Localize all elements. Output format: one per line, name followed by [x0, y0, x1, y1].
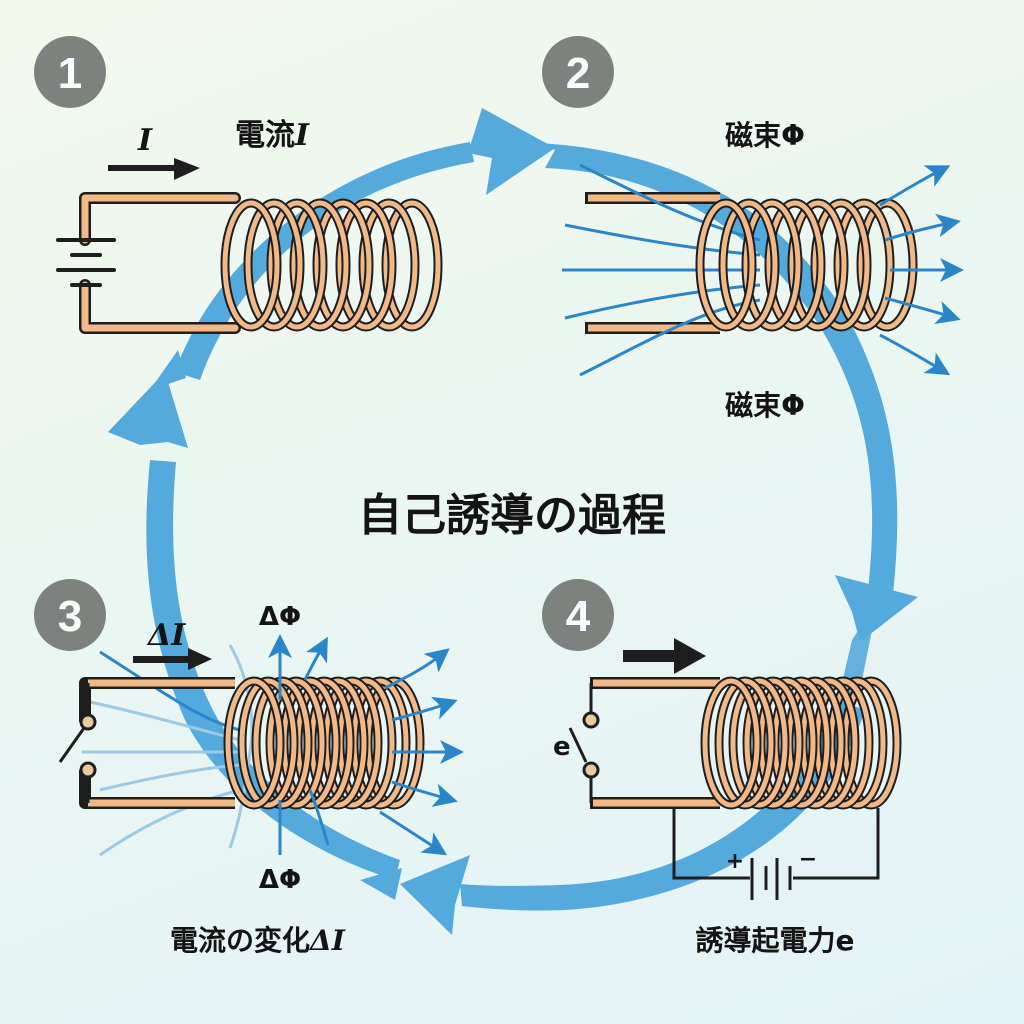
coil — [695, 198, 918, 332]
step-badge-1: 1 — [34, 36, 106, 108]
coil-turn — [253, 678, 311, 808]
cycle-arrow-1-to-2 — [175, 108, 555, 380]
lead-wires — [585, 192, 720, 334]
battery-minus: − — [799, 847, 817, 872]
coil-turn — [225, 678, 283, 808]
current-change-arrow — [133, 648, 212, 670]
current-direction-arrow — [108, 158, 200, 180]
cycle-arrow-2-to-4 — [538, 143, 918, 700]
coil-turn — [789, 200, 847, 330]
coil-turn — [716, 678, 774, 808]
delta-flux-label-top: ΔΦ — [259, 602, 301, 632]
coil-turn — [697, 200, 755, 330]
circuit-wire — [79, 192, 241, 334]
emf-direction-arrow — [623, 638, 706, 674]
flux-lines-out — [268, 634, 464, 856]
coil-turn — [730, 678, 788, 808]
coil-turn — [744, 678, 802, 808]
coil-turn — [337, 200, 395, 330]
coil-turn — [360, 200, 418, 330]
delta-current-symbol: ΔI — [146, 618, 186, 653]
step-badge-2: 2 — [542, 36, 614, 108]
step-3-caption: 電流の変化ΔI — [170, 924, 346, 957]
svg-text:1: 1 — [58, 49, 82, 98]
coil-turn — [766, 200, 824, 330]
svg-text:4: 4 — [566, 592, 591, 641]
switch-icon — [58, 713, 97, 779]
coil-turn — [702, 678, 760, 808]
circuit-wire — [79, 677, 235, 809]
current-label: 電流I — [235, 118, 310, 153]
panel-1-current: I 電流I — [56, 118, 443, 334]
coil — [700, 676, 902, 810]
flux-label-bottom: 磁束Φ — [725, 389, 805, 422]
coil-turn — [835, 200, 893, 330]
coil — [220, 198, 443, 332]
switch-icon — [568, 711, 600, 779]
battery-icon — [750, 858, 792, 900]
panel-3-current-change: ΔI ΔΦ ΔΦ — [58, 602, 464, 957]
flux-lines-out — [879, 165, 964, 376]
coil-turn — [239, 678, 297, 808]
coil-turn — [314, 200, 372, 330]
coil-turn — [291, 200, 349, 330]
step-badge-3: 3 — [34, 579, 106, 651]
coil — [223, 676, 425, 810]
diagram-title: 自己誘導の過程 — [358, 490, 666, 541]
coil-turn — [858, 200, 916, 330]
switch-emf-label: e — [553, 732, 571, 762]
coil-turn — [267, 678, 325, 808]
coil-turn — [383, 200, 441, 330]
coil-turn — [720, 200, 778, 330]
step-4-caption: 誘導起電力e — [696, 924, 855, 957]
current-symbol: I — [137, 123, 153, 158]
coil-turn — [222, 200, 280, 330]
coil-turn — [812, 200, 870, 330]
delta-flux-label-bottom: ΔΦ — [259, 865, 301, 895]
external-circuit — [672, 808, 880, 880]
flux-lines-behind — [562, 163, 761, 377]
svg-text:2: 2 — [566, 49, 590, 98]
circuit-wire — [589, 677, 720, 809]
coil-turn — [245, 200, 303, 330]
panel-2-flux: 磁束Φ 磁束Φ — [562, 119, 964, 422]
coil-turn — [743, 200, 801, 330]
panel-4-induced-emf: e + − 誘導起電力e — [553, 638, 902, 957]
battery-icon — [56, 238, 116, 287]
svg-text:3: 3 — [58, 592, 82, 641]
coil-turn — [268, 200, 326, 330]
step-badge-4: 4 — [542, 579, 614, 651]
flux-label-top: 磁束Φ — [725, 119, 805, 152]
battery-plus: + — [726, 849, 744, 874]
